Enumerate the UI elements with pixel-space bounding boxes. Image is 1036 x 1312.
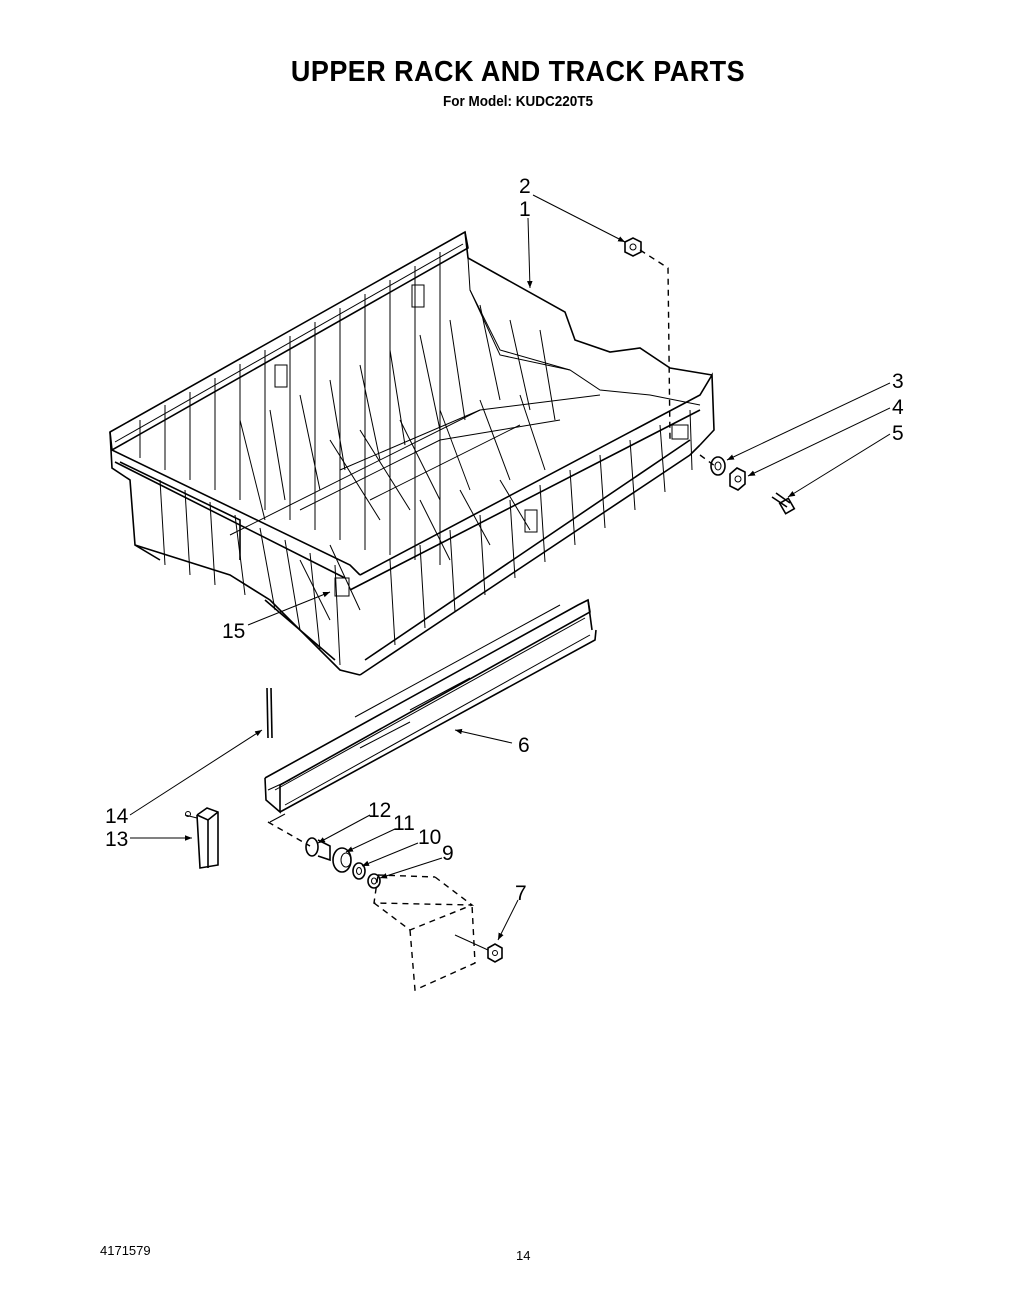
callout-7: 7	[515, 882, 527, 905]
page-title: UPPER RACK AND TRACK PARTS	[290, 56, 746, 88]
wheel-assembly-drawing	[267, 821, 381, 889]
callout-3: 3	[892, 370, 904, 393]
callout-5: 5	[892, 422, 904, 445]
leader-lines	[129, 194, 891, 941]
part-14-pin-drawing	[266, 687, 273, 739]
page-number: 14	[516, 1248, 531, 1263]
track-rail-drawing	[264, 598, 597, 823]
callout-9: 9	[442, 842, 454, 865]
callout-12: 12	[368, 799, 391, 822]
part-2-nut-drawing	[624, 237, 642, 257]
document-number: 4171579	[100, 1243, 151, 1258]
callout-10: 10	[418, 826, 441, 849]
alignment-line-2	[639, 249, 671, 441]
callout-2: 2	[519, 175, 531, 198]
callout-1: 1	[519, 198, 531, 221]
model-subtitle: For Model: KUDC220T5	[442, 93, 594, 110]
callout-13: 13	[105, 828, 128, 851]
callout-15: 15	[222, 620, 245, 643]
callout-6: 6	[518, 734, 530, 757]
callout-14: 14	[105, 805, 129, 828]
part-13-bracket-drawing	[184, 807, 219, 869]
callout-11: 11	[393, 812, 415, 835]
parts-3-4-5-drawing	[699, 454, 796, 515]
upper-rack-drawing	[109, 230, 715, 676]
callout-4: 4	[892, 396, 904, 419]
part-7-nut-drawing	[373, 874, 503, 992]
